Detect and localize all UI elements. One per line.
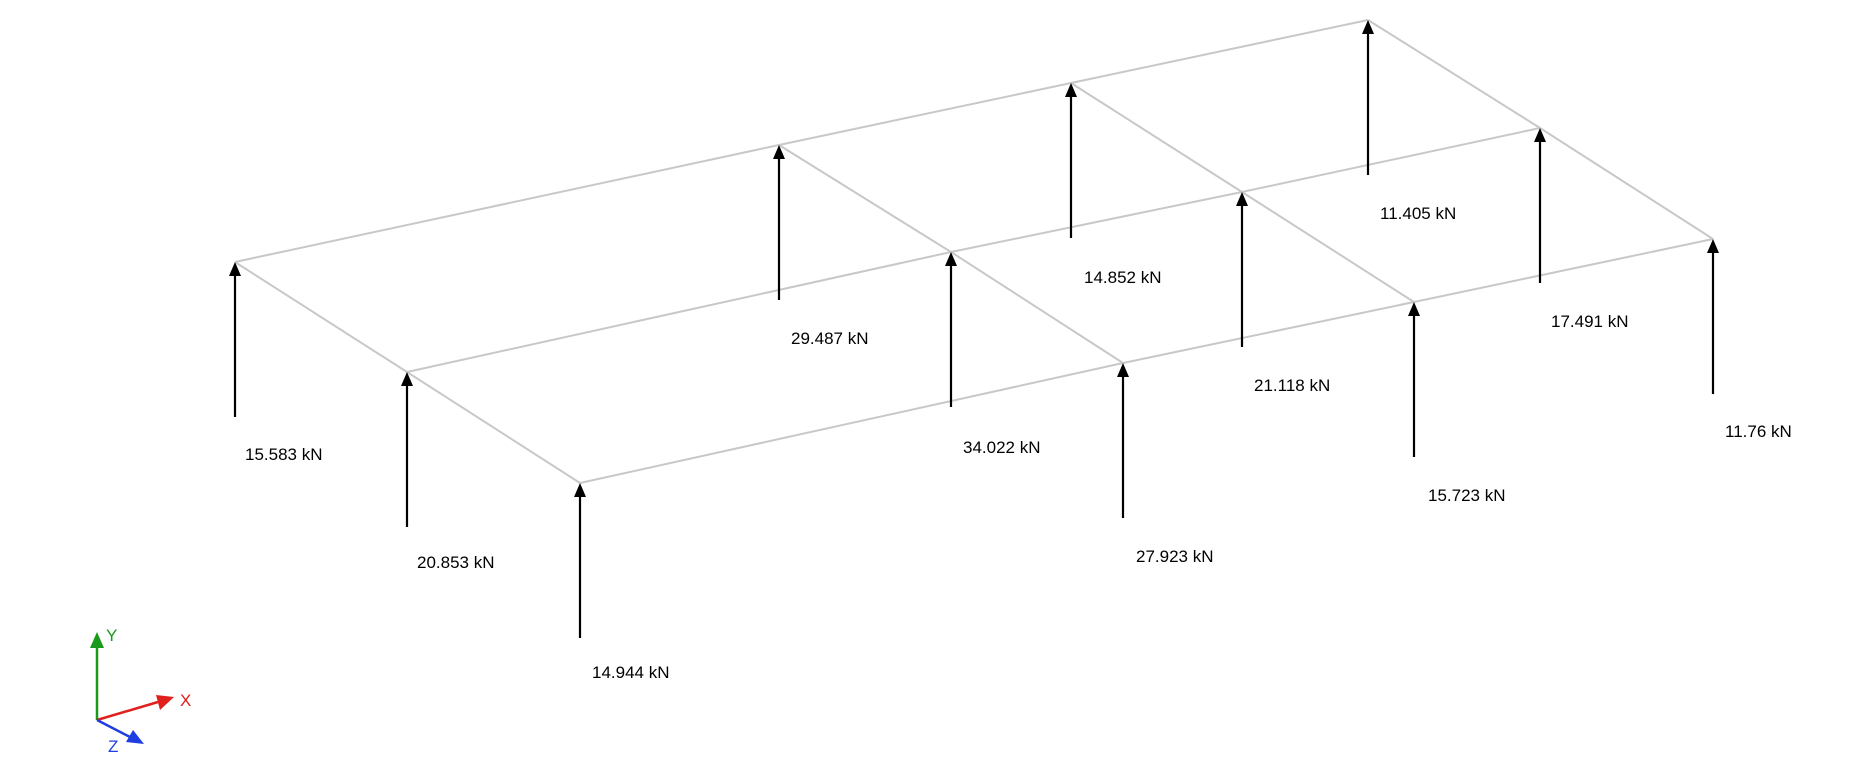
beam-r11-r12: [1539, 127, 1714, 240]
beam-r1-r4: [234, 144, 780, 263]
arrowhead-icon: [945, 252, 957, 266]
reaction-label-r7: 14.852 kN: [1084, 268, 1162, 287]
reaction-label-r9: 15.723 kN: [1428, 486, 1506, 505]
beam-r2-r5: [406, 251, 952, 373]
arrowhead-icon: [1065, 83, 1077, 97]
z-axis-line: [96, 718, 131, 739]
reaction-label-r4: 29.487 kN: [791, 329, 869, 348]
reaction-arrow-r10: [1362, 20, 1374, 175]
x-axis-arrowhead: [156, 695, 174, 710]
x-axis-line: [96, 700, 159, 722]
reaction-labels: 15.583 kN 20.853 kN 14.944 kN 29.487 kN 34.0…: [245, 204, 1792, 682]
reaction-label-r1: 15.583 kN: [245, 445, 323, 464]
reaction-arrow-r7: [1065, 83, 1077, 238]
beam-r4-r7: [778, 82, 1072, 146]
reaction-label-r11: 17.491 kN: [1551, 312, 1629, 331]
arrowhead-icon: [574, 483, 586, 497]
y-axis-arrowhead: [90, 632, 104, 648]
beam-r8-r9: [1241, 191, 1415, 303]
beam-r5-r6: [950, 251, 1124, 364]
beam-r1-r2: [234, 261, 408, 373]
reaction-arrow-r12: [1707, 239, 1719, 394]
beam-r5-r8: [950, 191, 1243, 253]
beam-r10-r11: [1367, 19, 1541, 129]
arrowhead-icon: [401, 372, 413, 386]
arrowhead-icon: [773, 145, 785, 159]
reaction-arrow-r4: [773, 145, 785, 300]
frame-beams: [234, 19, 1714, 484]
reaction-arrow-r5: [945, 252, 957, 407]
arrowhead-icon: [1362, 20, 1374, 34]
arrowhead-icon: [1707, 239, 1719, 253]
reaction-label-r5: 34.022 kN: [963, 438, 1041, 457]
reaction-label-r8: 21.118 kN: [1254, 376, 1330, 395]
beam-r4-r5: [778, 144, 952, 253]
arrowhead-icon: [1117, 363, 1129, 377]
reaction-arrow-r8: [1236, 192, 1248, 347]
y-axis-label: Y: [106, 626, 117, 645]
beam-r6-r9: [1122, 301, 1415, 364]
reaction-arrow-r9: [1408, 302, 1420, 457]
reaction-label-r3: 14.944 kN: [592, 663, 670, 682]
reaction-arrow-r3: [574, 483, 586, 638]
reaction-label-r6: 27.923 kN: [1136, 547, 1214, 566]
axis-triad: Y X Z: [90, 626, 191, 756]
beam-r9-r12: [1413, 238, 1714, 303]
beam-r7-r8: [1070, 82, 1243, 193]
reaction-arrow-r2: [401, 372, 413, 527]
reaction-arrow-r11: [1534, 128, 1546, 283]
reaction-arrow-r1: [229, 262, 241, 417]
z-axis-label: Z: [108, 737, 118, 756]
z-axis-arrowhead: [126, 730, 144, 744]
reaction-label-r12: 11.76 kN: [1725, 422, 1792, 441]
arrowhead-icon: [229, 262, 241, 276]
beam-r7-r10: [1070, 19, 1369, 84]
x-axis-label: X: [180, 691, 191, 710]
reaction-arrows: [229, 20, 1719, 638]
reaction-label-r10: 11.405 kN: [1380, 204, 1456, 223]
arrowhead-icon: [1236, 192, 1248, 206]
arrowhead-icon: [1408, 302, 1420, 316]
beam-r3-r6: [579, 362, 1124, 484]
beam-r2-r3: [406, 371, 581, 484]
arrowhead-icon: [1534, 128, 1546, 142]
reaction-arrow-r6: [1117, 363, 1129, 518]
beam-r8-r11: [1241, 127, 1541, 193]
reaction-label-r2: 20.853 kN: [417, 553, 495, 572]
